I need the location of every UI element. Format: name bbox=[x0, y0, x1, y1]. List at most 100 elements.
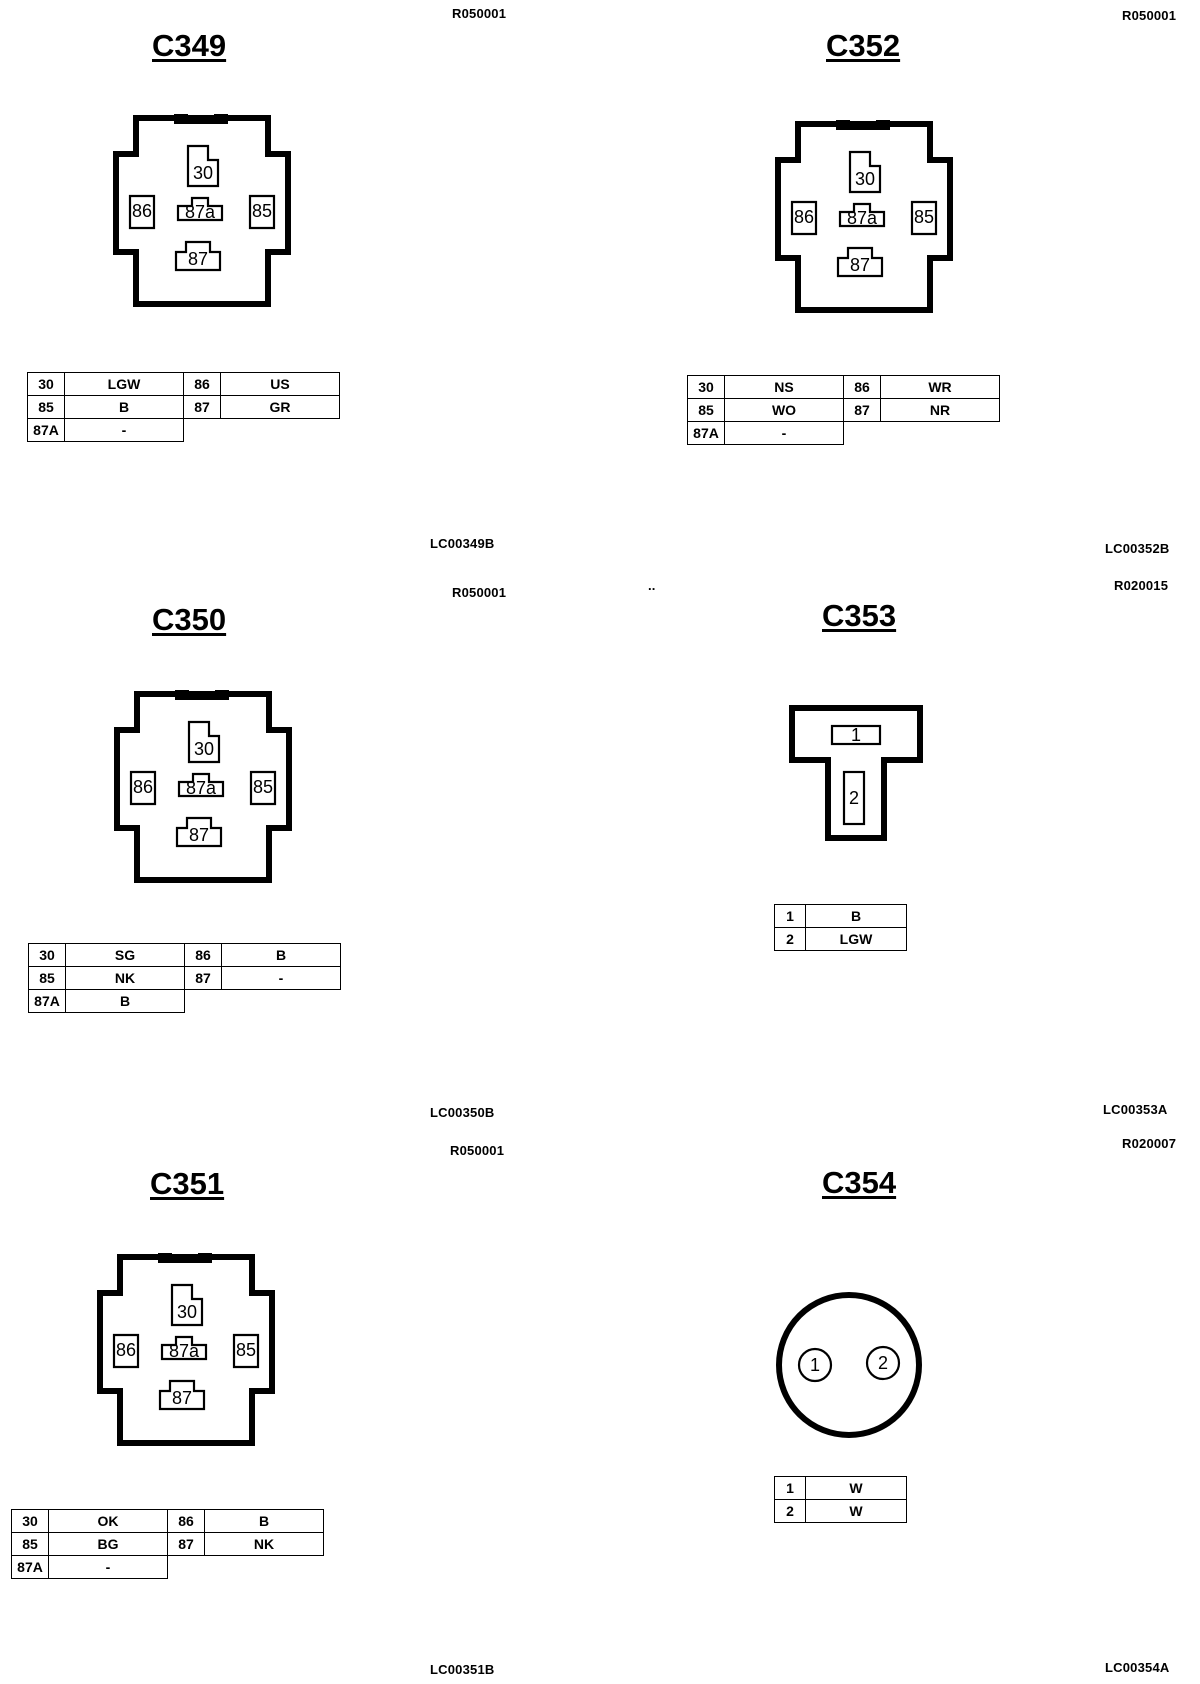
table-row: 30 LGW 86 US bbox=[27, 372, 340, 396]
pin-cell: 86 bbox=[167, 1509, 205, 1533]
pin-30-label: 30 bbox=[855, 169, 875, 189]
wire-colour-cell: - bbox=[724, 421, 844, 445]
pin-2-label: 2 bbox=[849, 788, 859, 808]
pin-85-label: 85 bbox=[236, 1340, 256, 1360]
pin-86-label: 86 bbox=[794, 207, 814, 227]
pin-cell: 87A bbox=[27, 418, 65, 442]
wire-colour-cell: - bbox=[64, 418, 184, 442]
wire-colour-cell: NR bbox=[880, 398, 1000, 422]
pin-cell: 2 bbox=[774, 1499, 806, 1523]
figure-code-c349: LC00349B bbox=[430, 536, 495, 551]
ref-code-c349: R050001 bbox=[452, 6, 507, 21]
table-row: 85 NK 87 - bbox=[28, 966, 341, 990]
table-row: 87A - bbox=[687, 421, 1000, 445]
pin-85-label: 85 bbox=[252, 201, 272, 221]
ref-code-c350: R050001 bbox=[452, 585, 507, 600]
pin-87a-cavity bbox=[160, 1335, 208, 1361]
wire-colour-cell: OK bbox=[48, 1509, 168, 1533]
table-row: 87A - bbox=[11, 1555, 324, 1579]
figure-code-c351: LC00351B bbox=[430, 1662, 495, 1677]
pin-87-label: 87 bbox=[189, 825, 209, 845]
pin-86-cavity bbox=[129, 770, 157, 806]
pin-86-cavity bbox=[790, 200, 818, 236]
pin-87a-label: 87a bbox=[186, 778, 217, 798]
connector-title-c349: C349 bbox=[152, 28, 227, 63]
wire-colour-cell: GR bbox=[220, 395, 340, 419]
table-row: 2 LGW bbox=[774, 927, 907, 951]
ref-code-c354: R020007 bbox=[1122, 1136, 1177, 1151]
pin-87a-label: 87a bbox=[185, 202, 216, 222]
wiring-table-c350: 30 SG 86 B 85 NK 87 - 87A B bbox=[28, 943, 341, 1013]
pin-1-cavity bbox=[797, 1347, 833, 1383]
pin-1-label: 1 bbox=[851, 725, 861, 745]
wire-colour-cell: B bbox=[221, 943, 341, 967]
wire-colour-cell: W bbox=[805, 1499, 907, 1523]
ref-code-c351: R050001 bbox=[450, 1143, 505, 1158]
wire-colour-cell: W bbox=[805, 1476, 907, 1500]
wire-colour-cell: LGW bbox=[805, 927, 907, 951]
pin-85-cavity bbox=[910, 200, 938, 236]
figure-code-c354: LC00354A bbox=[1105, 1660, 1170, 1675]
ref-code-c353: R020015 bbox=[1114, 578, 1169, 593]
pin-2-cavity bbox=[842, 770, 866, 826]
table-row: 85 B 87 GR bbox=[27, 395, 340, 419]
figure-code-c350: LC00350B bbox=[430, 1105, 495, 1120]
pin-cell: 87 bbox=[184, 966, 222, 990]
pin-87-cavity bbox=[175, 816, 223, 848]
pin-86-label: 86 bbox=[116, 1340, 136, 1360]
pin-85-cavity bbox=[249, 770, 277, 806]
wire-colour-cell: B bbox=[65, 989, 185, 1013]
pin-86-cavity bbox=[112, 1333, 140, 1369]
relay-connector-c351: 30 86 87a 85 87 bbox=[97, 1253, 275, 1446]
pin-1-label: 1 bbox=[810, 1355, 820, 1375]
pin-87-label: 87 bbox=[850, 255, 870, 275]
wire-colour-cell: - bbox=[221, 966, 341, 990]
wiring-table-c351: 30 OK 86 B 85 BG 87 NK 87A - bbox=[11, 1509, 324, 1579]
table-row: 1 B bbox=[774, 904, 907, 928]
wire-colour-cell: NS bbox=[724, 375, 844, 399]
pin-87a-cavity bbox=[176, 196, 224, 222]
connector-title-c353: C353 bbox=[822, 598, 897, 633]
pin-87a-cavity bbox=[177, 772, 225, 798]
table-row: 1 W bbox=[774, 1476, 907, 1500]
wiring-table-c352: 30 NS 86 WR 85 WO 87 NR 87A - bbox=[687, 375, 1000, 445]
wire-colour-cell: B bbox=[204, 1509, 324, 1533]
pin-87-cavity bbox=[158, 1379, 206, 1411]
connector-title-c354: C354 bbox=[822, 1165, 897, 1200]
pin-30-label: 30 bbox=[193, 163, 213, 183]
pin-cell: 1 bbox=[774, 1476, 806, 1500]
pin-cell: 85 bbox=[27, 395, 65, 419]
wire-colour-cell: LGW bbox=[64, 372, 184, 396]
pin-2-cavity bbox=[865, 1345, 901, 1381]
connector-title-c350: C350 bbox=[152, 602, 227, 637]
pin-85-label: 85 bbox=[253, 777, 273, 797]
relay-connector-c350: 30 86 87a 85 87 bbox=[114, 690, 292, 883]
pin-87-label: 87 bbox=[172, 1388, 192, 1408]
table-row: 30 SG 86 B bbox=[28, 943, 341, 967]
pin-cell: 1 bbox=[774, 904, 806, 928]
pin-30-cavity bbox=[187, 720, 221, 764]
table-row: 2 W bbox=[774, 1499, 907, 1523]
wire-colour-cell: WR bbox=[880, 375, 1000, 399]
pin-cell: 87A bbox=[687, 421, 725, 445]
pin-87a-cavity bbox=[838, 202, 886, 228]
pin-30-label: 30 bbox=[194, 739, 214, 759]
relay-connector-c349: 30 86 87a 85 87 bbox=[113, 114, 291, 307]
pin-cell: 85 bbox=[687, 398, 725, 422]
pin-85-label: 85 bbox=[914, 207, 934, 227]
pin-86-cavity bbox=[128, 194, 156, 230]
pin-cell: 30 bbox=[11, 1509, 49, 1533]
table-row: 87A B bbox=[28, 989, 341, 1013]
pin-87-cavity bbox=[836, 246, 884, 278]
pin-87a-label: 87a bbox=[169, 1341, 200, 1361]
connector-title-c352: C352 bbox=[826, 28, 901, 63]
wire-colour-cell: SG bbox=[65, 943, 185, 967]
table-row: 30 NS 86 WR bbox=[687, 375, 1000, 399]
wire-colour-cell: B bbox=[805, 904, 907, 928]
pin-cell: 87 bbox=[843, 398, 881, 422]
wire-colour-cell: WO bbox=[724, 398, 844, 422]
pin-cell: 30 bbox=[28, 943, 66, 967]
wire-colour-cell: BG bbox=[48, 1532, 168, 1556]
pin-30-label: 30 bbox=[177, 1302, 197, 1322]
pin-cell: 87 bbox=[183, 395, 221, 419]
